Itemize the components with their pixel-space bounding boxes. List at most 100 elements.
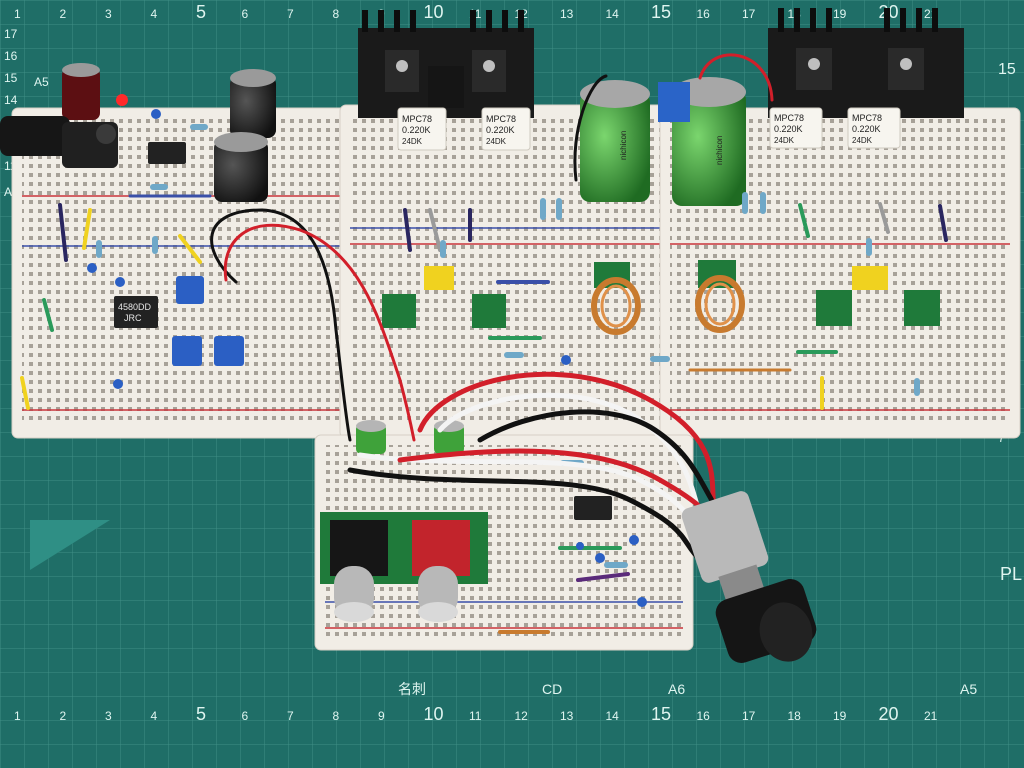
top-ruler-tick-13: 13 (560, 7, 574, 21)
heatsink-left (358, 10, 534, 118)
breakout-board-5 (816, 290, 852, 326)
top-ruler-tick-19: 19 (833, 7, 847, 21)
bottom-ruler-tick-7: 7 (287, 709, 294, 723)
bottom-ruler-tick-19: 19 (833, 709, 847, 723)
svg-text:0.220K: 0.220K (852, 124, 881, 134)
breakout-board-2 (472, 294, 506, 328)
bottom-ruler-tick-3: 3 (105, 709, 112, 723)
heatsink-right (768, 8, 964, 118)
bottom-ruler-tick-9: 9 (378, 709, 385, 723)
top-ruler-tick-1: 1 (14, 7, 21, 21)
left-ruler-tick-15: 15 (4, 71, 18, 85)
mat-label-a6-bottom: A6 (668, 681, 685, 697)
svg-text:nichicon: nichicon (715, 136, 724, 165)
bottom-ruler-tick-20: 20 (879, 704, 899, 724)
left-ruler-tick-17: 17 (4, 27, 18, 41)
svg-text:24DK: 24DK (774, 136, 795, 145)
small-resistors (96, 124, 920, 568)
opamp-chip-main: 4580DD JRC (114, 296, 158, 328)
top-ruler-tick-16: 16 (697, 7, 711, 21)
svg-text:24DK: 24DK (852, 136, 873, 145)
mat-label-a5-top-left: A5 (34, 75, 49, 89)
svg-text:0.220K: 0.220K (402, 125, 431, 135)
yellow-capacitor-2 (852, 266, 888, 290)
power-resistor-4: MPC78 0.220K 24DK (847, 107, 901, 149)
copper-inductor-right (695, 275, 745, 333)
rca-jack-red (404, 512, 488, 622)
top-ruler-tick-15: 15 (651, 2, 671, 22)
mat-label-a5-bottom: A5 (960, 681, 977, 697)
top-ruler-tick-8: 8 (333, 7, 340, 21)
svg-text:4580DD: 4580DD (118, 302, 152, 312)
bottom-ruler-tick-4: 4 (151, 709, 158, 723)
top-ruler-tick-5: 5 (196, 2, 206, 22)
trimmer-pot-3 (214, 336, 244, 366)
bottom-ruler-tick-14: 14 (606, 709, 620, 723)
bottom-ruler-tick-11: 11 (469, 709, 482, 723)
svg-text:MPC78: MPC78 (852, 113, 882, 123)
breakout-board-1 (382, 294, 416, 328)
opamp-chip-small (148, 142, 186, 164)
black-capacitor-1 (230, 69, 276, 138)
bottom-ruler-tick-16: 16 (697, 709, 711, 723)
bottom-ruler-tick-13: 13 (560, 709, 574, 723)
copper-inductor-left (591, 277, 641, 335)
red-led (116, 94, 128, 106)
mat-label-meishi: 名刺 (398, 681, 426, 697)
top-ruler-tick-14: 14 (606, 7, 620, 21)
blue-ceramic-capacitors (87, 109, 647, 607)
bottom-ruler-tick-2: 2 (60, 709, 67, 723)
breakout-board-6 (904, 290, 940, 326)
right-ruler-tick-15: 15 (998, 61, 1016, 78)
svg-text:MPC78: MPC78 (774, 113, 804, 123)
mat-label-pl: PL (1000, 564, 1022, 584)
top-ruler-tick-10: 10 (424, 2, 444, 22)
bottom-ruler-tick-1: 1 (14, 709, 21, 723)
bottom-chip (574, 496, 612, 520)
bottom-ruler-tick-12: 12 (515, 709, 529, 723)
output-capacitor-left (356, 420, 386, 454)
yellow-capacitor-1 (424, 266, 454, 290)
trimmer-pot-2 (172, 336, 202, 366)
power-resistor-1: MPC78 0.220K 24DK (397, 107, 447, 151)
green-capacitor-left: nichicon (580, 80, 650, 202)
svg-text:JRC: JRC (124, 313, 142, 323)
power-resistor-3: MPC78 0.220K 24DK (769, 107, 823, 149)
svg-text:0.220K: 0.220K (486, 125, 515, 135)
svg-text:0.220K: 0.220K (774, 124, 803, 134)
svg-text:MPC78: MPC78 (402, 114, 432, 124)
black-capacitor-2 (214, 132, 268, 202)
trimmer-pot-1 (176, 276, 204, 304)
bottom-ruler-tick-18: 18 (788, 709, 802, 723)
svg-text:24DK: 24DK (402, 137, 423, 146)
green-capacitor-right: nichicon (672, 77, 746, 206)
bottom-ruler-tick-21: 21 (924, 709, 938, 723)
jumper-wires (20, 194, 948, 634)
bottom-ruler-tick-5: 5 (196, 704, 206, 724)
red-capacitor (62, 63, 100, 120)
svg-text:MPC78: MPC78 (486, 114, 516, 124)
output-capacitor-right (434, 420, 464, 454)
svg-text:24DK: 24DK (486, 137, 507, 146)
dc-barrel-jack (0, 116, 118, 168)
svg-text:nichicon: nichicon (619, 131, 628, 160)
bottom-ruler-tick-10: 10 (424, 704, 444, 724)
rca-jack-black (320, 512, 404, 622)
left-ruler-tick-14: 14 (4, 93, 18, 107)
left-ruler-tick-16: 16 (4, 49, 18, 63)
top-ruler-tick-17: 17 (742, 7, 756, 21)
blue-terminal-block (658, 82, 690, 122)
top-ruler-tick-2: 2 (60, 7, 67, 21)
bottom-ruler-tick-17: 17 (742, 709, 756, 723)
top-ruler-tick-3: 3 (105, 7, 112, 21)
bottom-ruler-tick-15: 15 (651, 704, 671, 724)
power-resistor-2: MPC78 0.220K 24DK (481, 107, 531, 151)
top-ruler-tick-7: 7 (287, 7, 294, 21)
power-wires-left (210, 53, 774, 442)
top-ruler-tick-4: 4 (151, 7, 158, 21)
volume-knob[interactable] (712, 575, 820, 668)
top-ruler-tick-6: 6 (242, 7, 249, 21)
mat-triangle-marker (30, 520, 110, 570)
